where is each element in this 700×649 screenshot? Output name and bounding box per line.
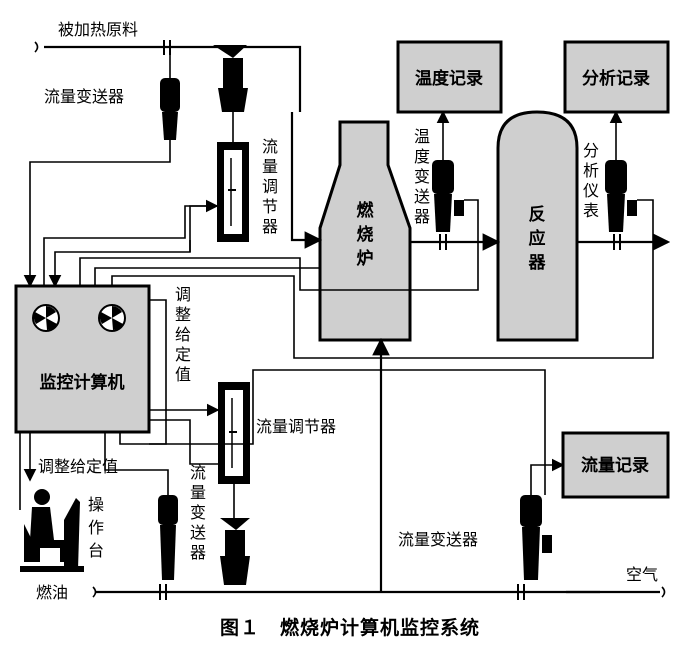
svg-text:量: 量 — [190, 483, 206, 502]
flow-regulator-top-label: 流 量 调 节 器 — [262, 137, 278, 236]
svg-text:操: 操 — [88, 495, 104, 514]
control-valve-bottom — [220, 518, 250, 585]
flow-transmitter-bottom — [158, 495, 178, 580]
operator-console-icon — [20, 489, 84, 572]
fan-icon — [98, 304, 126, 332]
adjust-setpoint-vertical-label: 调 整 给 定 值 — [175, 285, 191, 384]
svg-text:表: 表 — [583, 201, 599, 220]
temperature-transmitter — [432, 160, 464, 232]
operator-console-label: 操 作 台 — [88, 495, 104, 560]
air-label: 空气 — [626, 565, 658, 584]
analysis-record-label: 分析记录 — [582, 68, 650, 89]
fan-icon — [32, 304, 60, 332]
svg-text:流: 流 — [190, 463, 206, 482]
flow-regulator-middle-label: 流量调节器 — [256, 417, 336, 436]
svg-text:给: 给 — [175, 325, 191, 344]
svg-text:作: 作 — [88, 518, 104, 537]
svg-text:值: 值 — [175, 365, 191, 384]
svg-text:烧: 烧 — [357, 225, 374, 245]
flow-record-box — [561, 431, 670, 499]
svg-text:调: 调 — [175, 285, 191, 304]
svg-text:变: 变 — [414, 167, 430, 186]
flow-transmitter-bottom-label: 流 量 变 送 器 — [190, 463, 206, 562]
svg-text:度: 度 — [414, 147, 430, 166]
flow-transmitter-right — [520, 495, 552, 580]
svg-text:应: 应 — [529, 228, 546, 249]
svg-text:送: 送 — [190, 523, 206, 542]
svg-text:仪: 仪 — [583, 181, 599, 200]
svg-text:调: 调 — [262, 177, 278, 196]
analyzer-instrument — [605, 160, 637, 232]
svg-text:析: 析 — [583, 161, 599, 180]
reactor-label: 反 应 器 — [528, 205, 547, 273]
svg-text:变: 变 — [190, 503, 206, 522]
control-valve-top — [213, 45, 248, 112]
temperature-record-box — [396, 40, 503, 114]
flow-transmitter-top-label: 流量变送器 — [44, 87, 124, 106]
feed-line — [44, 45, 302, 112]
svg-text:量: 量 — [262, 157, 278, 176]
svg-text:流: 流 — [262, 137, 278, 156]
svg-text:温: 温 — [414, 127, 430, 146]
figure-caption: 图１ 燃烧炉计算机监控系统 — [220, 616, 480, 639]
furnace-label: 燃 烧 炉 — [357, 200, 375, 269]
svg-text:器: 器 — [262, 217, 278, 236]
analyzer-label: 分 析 仪 表 — [583, 141, 599, 220]
svg-text:燃: 燃 — [357, 200, 375, 221]
svg-text:器: 器 — [190, 543, 206, 562]
svg-text:整: 整 — [175, 305, 191, 324]
reactor-shape — [496, 110, 579, 342]
svg-text:炉: 炉 — [357, 248, 374, 269]
flow-record-label: 流量记录 — [581, 455, 649, 476]
svg-text:分: 分 — [583, 141, 599, 160]
flow-transmitter-top — [160, 78, 180, 140]
furnace-shape — [318, 120, 412, 342]
monitoring-computer-box — [14, 284, 151, 434]
temperature-transmitter-label: 温 度 变 送 器 — [414, 127, 430, 226]
feed-material-label: 被加热原料 — [58, 20, 138, 39]
adjust-setpoint-horizontal-label: 调整给定值 — [38, 457, 118, 476]
svg-text:反: 反 — [529, 205, 546, 225]
monitoring-computer-label: 监控计算机 — [40, 372, 125, 393]
svg-text:台: 台 — [88, 541, 104, 560]
flow-transmitter-right-label: 流量变送器 — [398, 530, 478, 549]
svg-text:节: 节 — [262, 197, 278, 216]
svg-text:器: 器 — [528, 253, 547, 273]
temperature-record-label: 温度记录 — [415, 68, 483, 89]
fuel-oil-label: 燃油 — [36, 583, 68, 602]
svg-text:器: 器 — [414, 207, 430, 226]
svg-text:送: 送 — [414, 187, 430, 206]
svg-text:定: 定 — [175, 345, 191, 364]
